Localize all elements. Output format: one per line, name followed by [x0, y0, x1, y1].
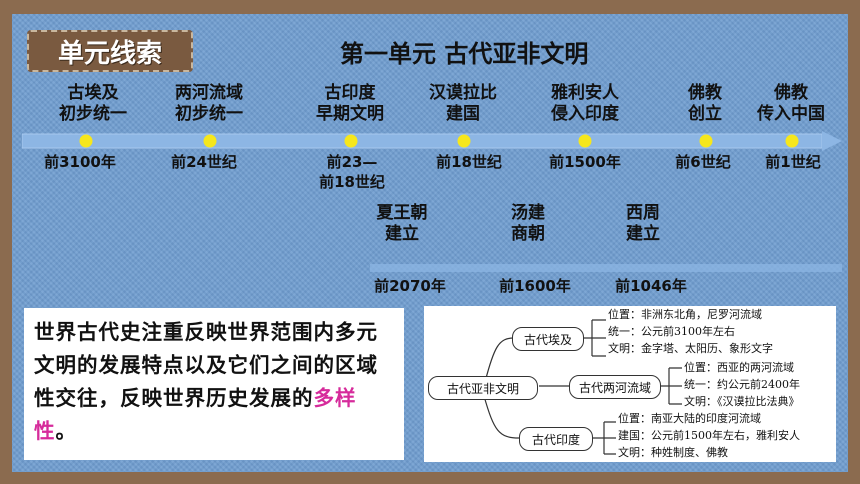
event-label-0: 古埃及初步统一	[59, 83, 127, 124]
china-event-label-2: 西周建立	[626, 203, 660, 244]
china-event-date-1: 前1600年	[499, 277, 571, 295]
timeline-dot	[344, 134, 358, 148]
india-info-culture: 文明：种姓制度、佛教	[618, 446, 728, 459]
event-date-6: 前1世纪	[765, 153, 821, 171]
mesopotamia-info-location: 位置：西亚的两河流域	[684, 361, 794, 374]
egypt-info-location: 位置：非洲东北角，尼罗河流域	[608, 308, 762, 321]
root-node: 古代亚非文明	[428, 376, 538, 400]
event-date-5: 前6世纪	[675, 153, 731, 171]
event-label-1: 两河流域初步统一	[175, 83, 243, 124]
timeline-dot	[457, 134, 471, 148]
india-info-location: 位置：南亚大陆的印度河流域	[618, 412, 761, 425]
china-event-label-1: 汤建商朝	[511, 203, 545, 244]
china-event-date-0: 前2070年	[374, 277, 446, 295]
event-label-3: 汉谟拉比建国	[429, 83, 497, 124]
timeline-arrow	[22, 131, 842, 151]
timeline-dot	[699, 134, 713, 148]
egypt-info-unify: 统一：公元前3100年左右	[608, 325, 735, 338]
branch-india: 古代印度	[519, 427, 593, 451]
unit-clue-tag: 单元线索	[27, 30, 193, 72]
timeline-dot	[578, 134, 592, 148]
india-info-founding: 建国：公元前1500年左右，雅利安人	[618, 429, 800, 442]
mesopotamia-info-unify: 统一：约公元前2400年	[684, 378, 800, 391]
china-event-label-0: 夏王朝建立	[376, 203, 428, 244]
event-label-5: 佛教创立	[688, 83, 722, 124]
highlight-diversity: 多样性	[34, 386, 357, 443]
event-date-1: 前24世纪	[171, 153, 237, 171]
branch-egypt: 古代埃及	[512, 327, 584, 351]
civilization-mind-map: 古代亚非文明 古代埃及 位置：非洲东北角，尼罗河流域 统一：公元前3100年左右…	[424, 306, 836, 462]
summary-text-box: 世界古代史注重反映世界范围内多元文明的发展特点以及它们之间的区域性交往，反映世界…	[24, 308, 404, 460]
event-label-4: 雅利安人侵入印度	[551, 83, 619, 124]
mesopotamia-info-culture: 文明：《汉谟拉比法典》	[684, 395, 800, 408]
timeline-dot	[785, 134, 799, 148]
china-event-date-2: 前1046年	[615, 277, 687, 295]
event-label-6: 佛教传入中国	[757, 83, 825, 124]
event-label-2: 古印度早期文明	[316, 83, 384, 124]
event-date-3: 前18世纪	[436, 153, 502, 171]
event-date-2: 前23—前18世纪	[319, 153, 385, 191]
mind-map-connectors	[483, 319, 682, 455]
event-date-4: 前1500年	[549, 153, 621, 171]
event-date-0: 前3100年	[44, 153, 116, 171]
slide-title: 第一单元 古代亚非文明	[340, 40, 589, 68]
egypt-info-culture: 文明：金字塔、太阳历、象形文字	[608, 342, 773, 355]
timeline-dot	[79, 134, 93, 148]
timeline-dot	[203, 134, 217, 148]
branch-mesopotamia: 古代两河流域	[569, 375, 661, 399]
china-timeline-line	[370, 264, 842, 272]
